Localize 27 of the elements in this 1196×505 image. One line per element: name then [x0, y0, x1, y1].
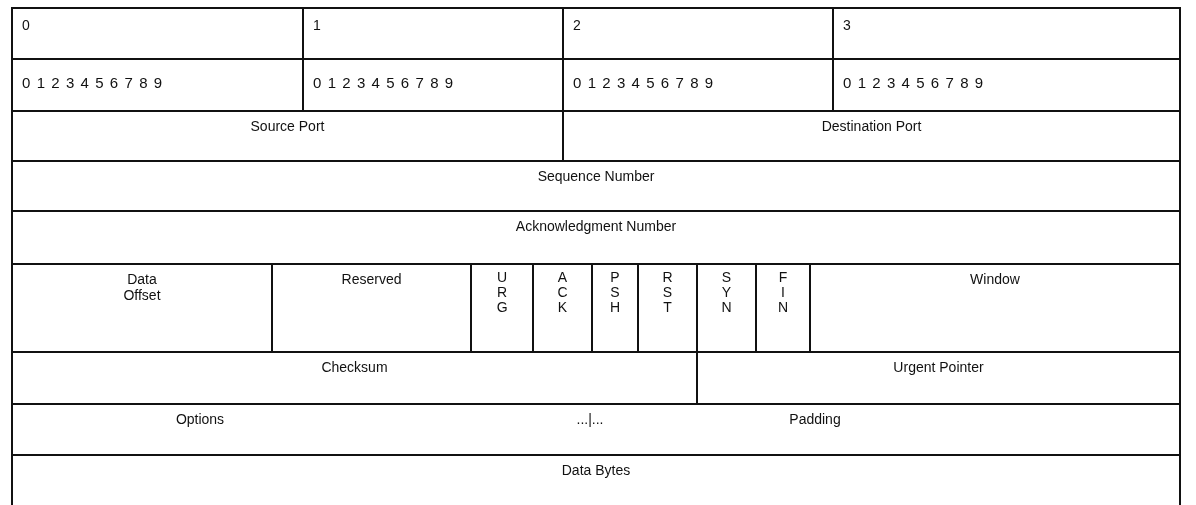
field-name: Acknowledgment Number: [515, 218, 677, 234]
field-name: Sequence Number: [537, 168, 655, 184]
bit-index: 0123456789: [313, 75, 460, 91]
bit-index: 0123456789: [22, 75, 169, 91]
flag-name: RST: [662, 270, 673, 315]
flag-name: SYN: [721, 270, 732, 315]
field-name: Data Bytes: [561, 462, 631, 478]
field-name: Source Port: [250, 118, 325, 134]
flag-name: PSH: [609, 270, 621, 315]
field-name: Padding: [789, 411, 841, 427]
flag-name: URG: [496, 270, 508, 315]
field-name: Data Offset: [122, 271, 162, 303]
field-name: Window: [970, 271, 1020, 287]
bit-index: 0123456789: [843, 75, 990, 91]
byte-index: 3: [843, 17, 851, 33]
byte-index: 1: [313, 17, 321, 33]
flag-name: ACK: [557, 270, 568, 315]
field-name: Urgent Pointer: [893, 359, 984, 375]
byte-index: 0: [22, 17, 30, 33]
bit-index: 0123456789: [573, 75, 720, 91]
field-name: Checksum: [321, 359, 388, 375]
field-name: Destination Port: [821, 118, 922, 134]
byte-index: 2: [573, 17, 581, 33]
separator-text: ...|...: [576, 411, 604, 427]
field-name: Options: [175, 411, 225, 427]
field-name: Reserved: [341, 271, 402, 287]
flag-name: FIN: [777, 270, 789, 315]
